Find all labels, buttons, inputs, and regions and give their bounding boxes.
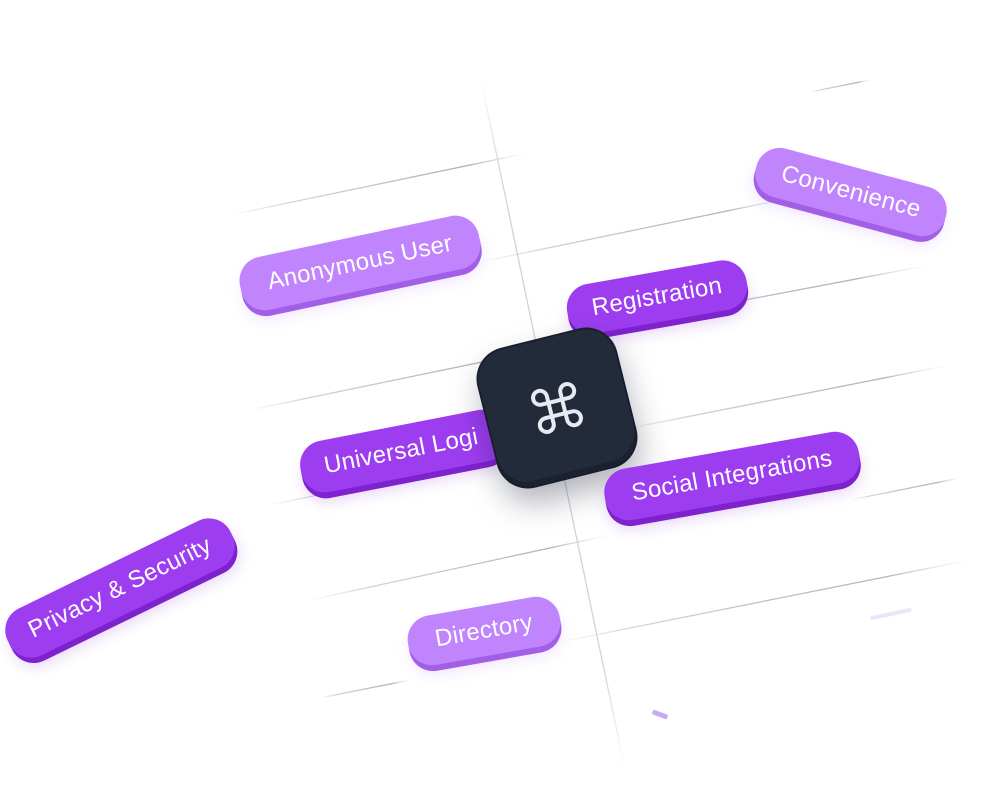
command-icon [531, 382, 583, 434]
grid-line [309, 534, 611, 601]
command-tile[interactable] [472, 323, 642, 493]
tag-label: Directory [432, 608, 535, 653]
grid-line [619, 364, 951, 431]
grid-line [229, 152, 529, 216]
grid-line [319, 679, 411, 699]
grid-line [479, 197, 791, 263]
grid-line [809, 79, 871, 93]
grid-line [554, 559, 971, 644]
grid-line [849, 477, 961, 501]
